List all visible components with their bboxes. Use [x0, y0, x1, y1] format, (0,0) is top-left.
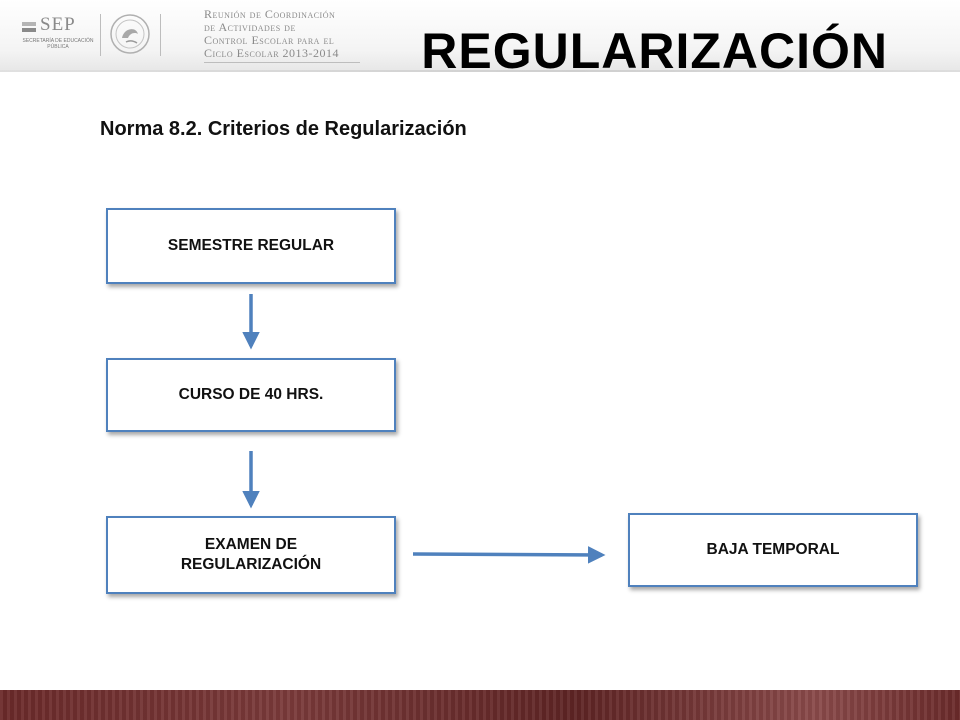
slide-subtitle: Norma 8.2. Criterios de Regularización	[100, 118, 467, 140]
sep-logo-text: SEP	[40, 14, 76, 35]
node-label: SEMESTRE REGULAR	[167, 237, 335, 254]
footer-band	[0, 690, 960, 720]
slide-title: REGULARIZACIÓN	[421, 23, 888, 79]
node-baja-temporal: BAJA TEMPORAL	[628, 513, 918, 587]
logo-divider-secondary	[160, 14, 161, 56]
meeting-line: Ciclo Escolar 2013-2014	[204, 46, 340, 60]
national-seal-icon	[110, 14, 150, 54]
meeting-underline	[204, 62, 360, 63]
meeting-line: Reunión de Coordinación	[204, 7, 336, 21]
node-examen-regularizacion: EXAMEN DE REGULARIZACIÓN	[106, 516, 396, 594]
node-curso-40-hrs: CURSO DE 40 HRS.	[106, 358, 396, 432]
meeting-title: Reunión de Coordinación de Actividades d…	[204, 8, 339, 60]
header-divider	[0, 70, 960, 72]
meeting-line: Control Escolar para el	[204, 33, 335, 47]
logo-divider	[100, 14, 101, 56]
edge-examen-to-baja	[412, 546, 606, 564]
node-label: BAJA TEMPORAL	[706, 541, 840, 558]
node-label: CURSO DE 40 HRS.	[178, 386, 324, 403]
node-semestre-regular: SEMESTRE REGULAR	[106, 208, 396, 284]
node-label: EXAMEN DE REGULARIZACIÓN	[180, 536, 322, 573]
meeting-line: de Actividades de	[204, 20, 296, 34]
sep-logo-mark-icon	[22, 22, 36, 32]
sep-logo-subtext: Secretaría de Educación Pública	[22, 38, 94, 50]
